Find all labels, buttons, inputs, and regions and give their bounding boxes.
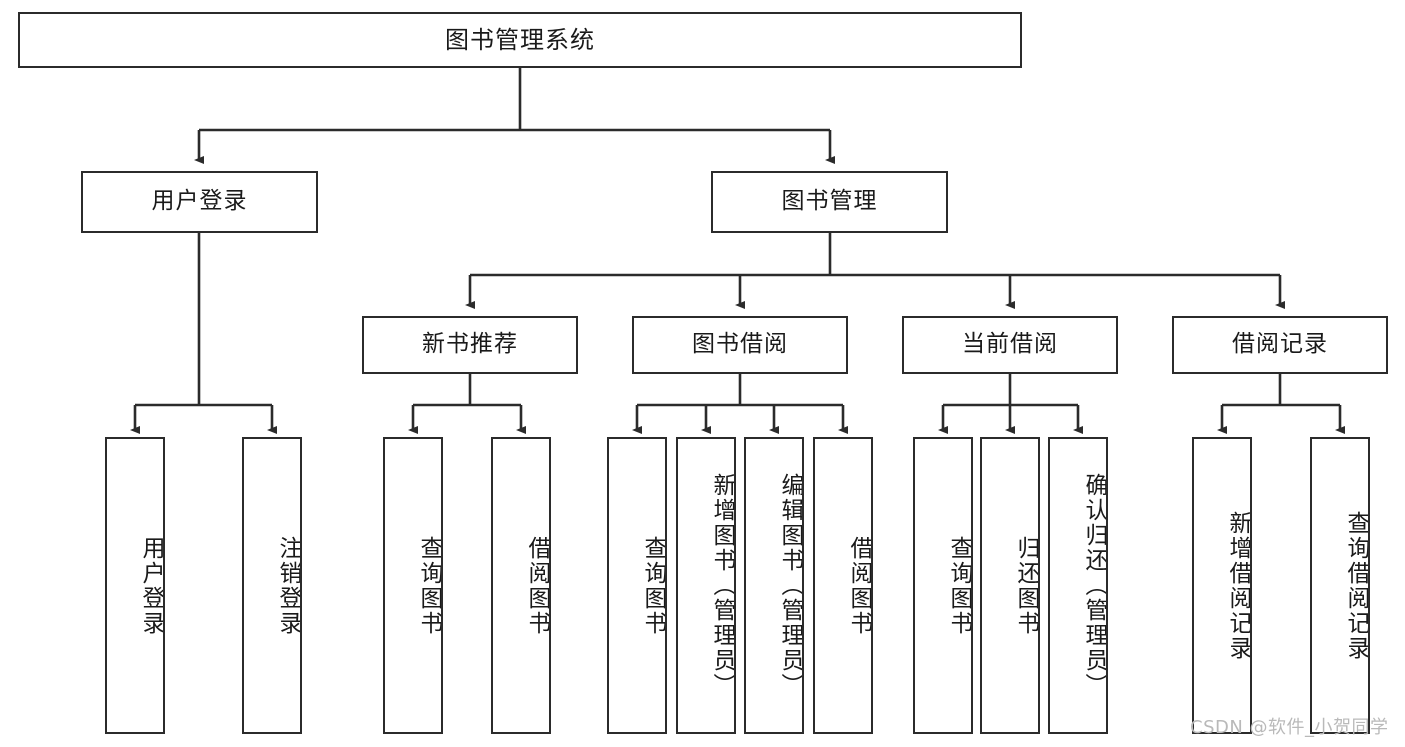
leaf-user-login-signout[interactable]: 注销登录 — [242, 437, 302, 734]
leaf-new-book-borrow[interactable]: 借阅图书 — [491, 437, 551, 734]
node-new-book-recommend-label: 新书推荐 — [422, 331, 518, 358]
leaf-label: 注销登录 — [275, 535, 301, 636]
leaf-label: 新增图书（管理员） — [709, 473, 735, 698]
leaf-borrow-borrow-book[interactable]: 借阅图书 — [813, 437, 873, 734]
node-user-login-label: 用户登录 — [151, 188, 248, 215]
node-root-label: 图书管理系统 — [445, 25, 595, 54]
leaf-borrow-query-book[interactable]: 查询图书 — [607, 437, 667, 734]
leaf-label: 查询图书 — [640, 535, 666, 636]
leaf-new-book-query[interactable]: 查询图书 — [383, 437, 443, 734]
node-book-borrow-label: 图书借阅 — [692, 331, 788, 358]
leaf-record-query[interactable]: 查询借阅记录 — [1310, 437, 1370, 734]
leaf-current-return-book[interactable]: 归还图书 — [980, 437, 1040, 734]
leaf-label: 查询图书 — [946, 535, 972, 636]
node-borrow-record-label: 借阅记录 — [1232, 331, 1328, 358]
leaf-label: 归还图书 — [1013, 535, 1039, 636]
node-borrow-record[interactable]: 借阅记录 — [1172, 316, 1388, 374]
leaf-borrow-add-book[interactable]: 新增图书（管理员） — [676, 437, 736, 734]
leaf-label: 新增借阅记录 — [1225, 510, 1251, 661]
leaf-user-login-signin[interactable]: 用户登录 — [105, 437, 165, 734]
leaf-record-add[interactable]: 新增借阅记录 — [1192, 437, 1252, 734]
node-book-management[interactable]: 图书管理 — [711, 171, 948, 233]
node-book-management-label: 图书管理 — [781, 188, 878, 215]
node-root[interactable]: 图书管理系统 — [18, 12, 1022, 68]
leaf-label: 借阅图书 — [524, 535, 550, 636]
node-new-book-recommend[interactable]: 新书推荐 — [362, 316, 578, 374]
watermark-text: CSDN @软件_小贺同学 — [1190, 717, 1389, 738]
leaf-current-query-book[interactable]: 查询图书 — [913, 437, 973, 734]
leaf-label: 用户登录 — [138, 535, 164, 636]
node-current-borrow-label: 当前借阅 — [962, 331, 1058, 358]
leaf-label: 借阅图书 — [846, 535, 872, 636]
leaf-label: 确认归还（管理员） — [1081, 473, 1107, 698]
node-book-borrow[interactable]: 图书借阅 — [632, 316, 848, 374]
node-current-borrow[interactable]: 当前借阅 — [902, 316, 1118, 374]
leaf-label: 查询借阅记录 — [1343, 510, 1369, 661]
leaf-borrow-edit-book[interactable]: 编辑图书（管理员） — [744, 437, 804, 734]
node-user-login[interactable]: 用户登录 — [81, 171, 318, 233]
leaf-current-confirm-return[interactable]: 确认归还（管理员） — [1048, 437, 1108, 734]
leaf-label: 编辑图书（管理员） — [777, 473, 803, 698]
leaf-label: 查询图书 — [416, 535, 442, 636]
